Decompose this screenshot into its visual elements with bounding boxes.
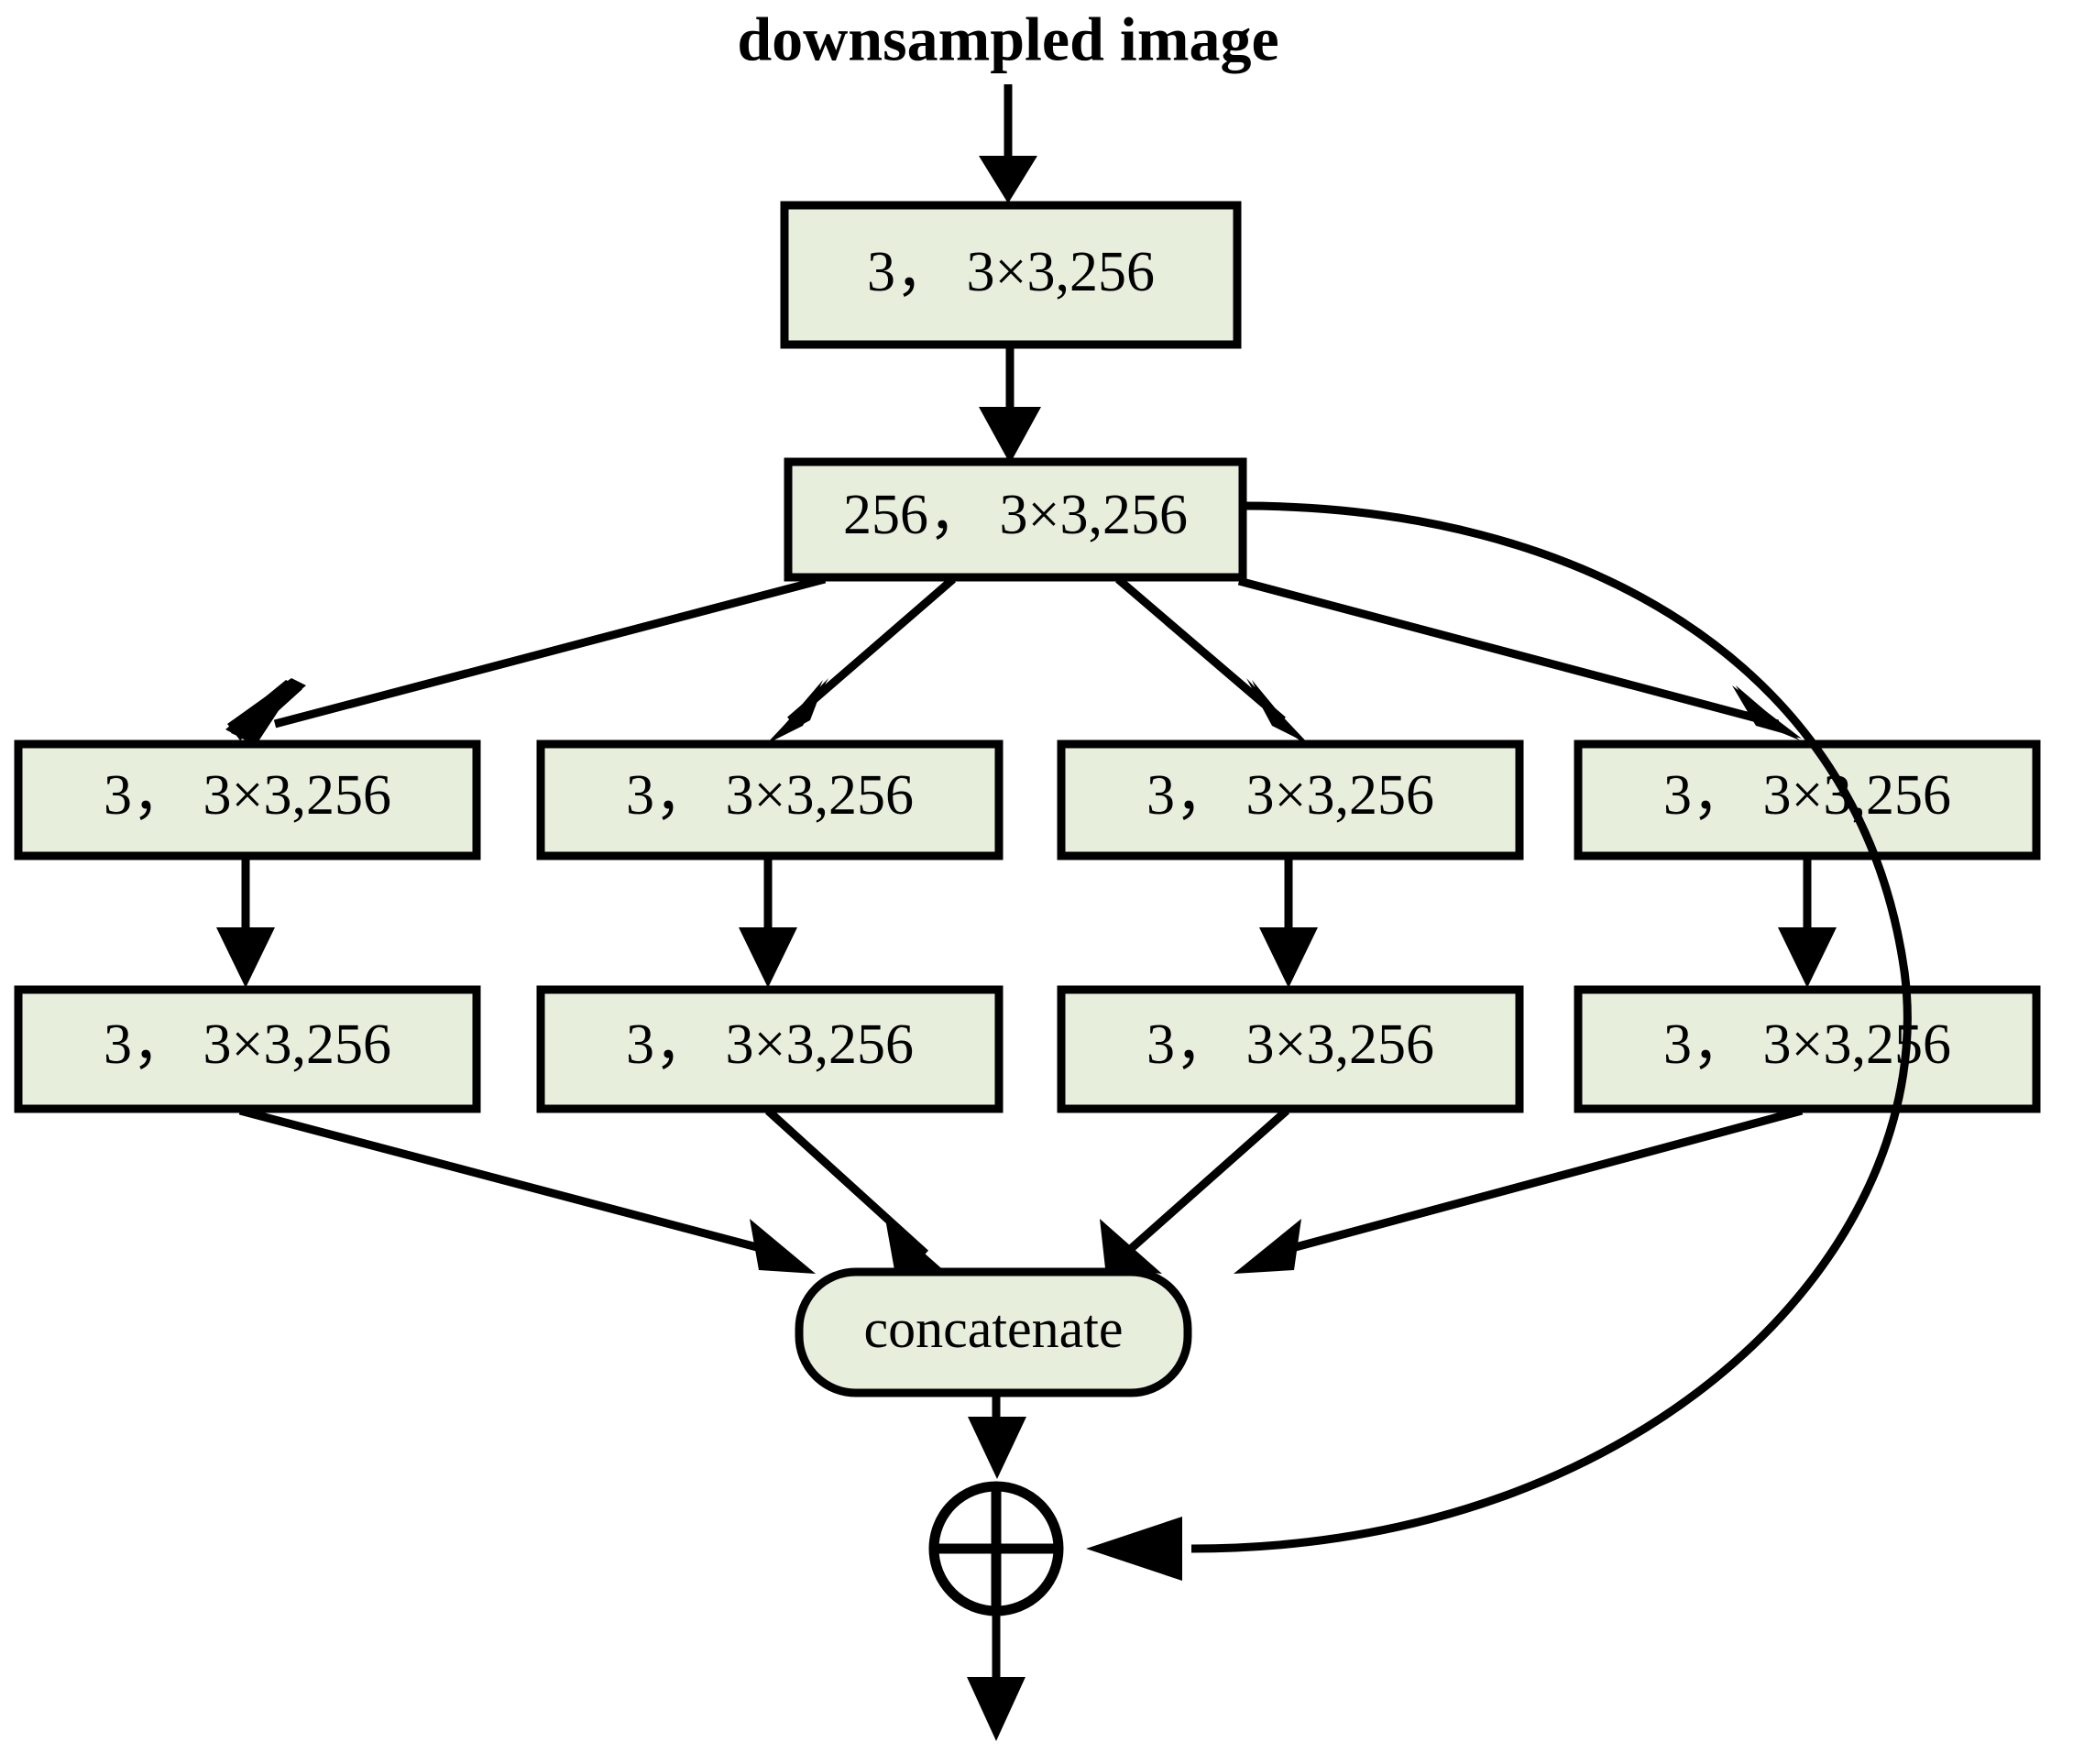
edge-r1c2-to-r2c2 — [739, 856, 797, 988]
edge-r2c4-to-concat — [1234, 1106, 1804, 1274]
arrowhead-branch-2 — [766, 678, 828, 744]
page-title: downsampled image — [737, 5, 1278, 74]
edge-skip-connection — [1086, 501, 1912, 1581]
edge-r2c2-to-concat — [764, 1107, 948, 1274]
node-concatenate[interactable]: concatenate — [795, 1267, 1192, 1397]
node-branch-r2-c4[interactable]: 3， 3×3,256 — [1574, 985, 2041, 1113]
node-branch-r2-c2-label: 3， 3×3,256 — [626, 1013, 914, 1076]
node-branch-r2-c1-label: 3， 3×3,256 — [104, 1013, 391, 1076]
edge-r1c1-to-r2c1 — [216, 856, 275, 988]
edge-r1c4-to-r2c4 — [1778, 856, 1837, 988]
edge-add-to-output — [967, 1611, 1026, 1741]
node-branch-r1-c2-label: 3， 3×3,256 — [626, 764, 914, 827]
node-branch-r2-c1[interactable]: 3， 3×3,256 — [14, 985, 481, 1113]
edge-concat-to-add — [968, 1393, 1026, 1479]
node-input-conv[interactable]: 3， 3×3,256 — [780, 201, 1242, 349]
edge-input-to-conv1 — [979, 84, 1037, 203]
node-branch-r2-c3[interactable]: 3， 3×3,256 — [1057, 985, 1524, 1113]
arrowhead-branch-3 — [1246, 678, 1309, 744]
edge-r2c3-to-concat — [1100, 1107, 1289, 1274]
node-add-circled-plus[interactable] — [928, 1481, 1064, 1616]
edge-r1c3-to-r2c3 — [1259, 856, 1318, 988]
node-input-conv-label: 3， 3×3,256 — [867, 241, 1155, 303]
node-branch-r1-c2[interactable]: 3， 3×3,256 — [536, 740, 1004, 860]
node-branch-r1-c1[interactable]: 3， 3×3,256 — [14, 740, 481, 860]
node-branch-r1-c1-label: 3， 3×3,256 — [104, 764, 391, 827]
node-main-conv-label: 256， 3×3,256 — [843, 484, 1188, 546]
node-branch-r2-c3-label: 3， 3×3,256 — [1146, 1013, 1434, 1076]
arrowhead-branch-4 — [1732, 685, 1802, 739]
arrowhead-branch-1 — [227, 678, 306, 740]
node-branch-r2-c2[interactable]: 3， 3×3,256 — [536, 985, 1004, 1113]
node-branch-r1-c3[interactable]: 3， 3×3,256 — [1057, 740, 1524, 860]
node-branch-r1-c4-label: 3， 3×3,256 — [1663, 764, 1951, 827]
node-main-conv[interactable]: 256， 3×3,256 — [784, 457, 1247, 582]
edge-r2c1-to-concat — [238, 1106, 816, 1274]
node-branch-r1-c3-label: 3， 3×3,256 — [1146, 764, 1434, 827]
node-branch-r1-c4[interactable]: 3， 3×3,256 — [1574, 740, 2041, 860]
edge-mainconv-to-branch-4 — [1237, 576, 1800, 740]
edge-mainconv-to-branch-1 — [225, 575, 827, 744]
node-concatenate-label: concatenate — [863, 1298, 1123, 1359]
edge-conv1-to-conv2 — [979, 346, 1041, 464]
